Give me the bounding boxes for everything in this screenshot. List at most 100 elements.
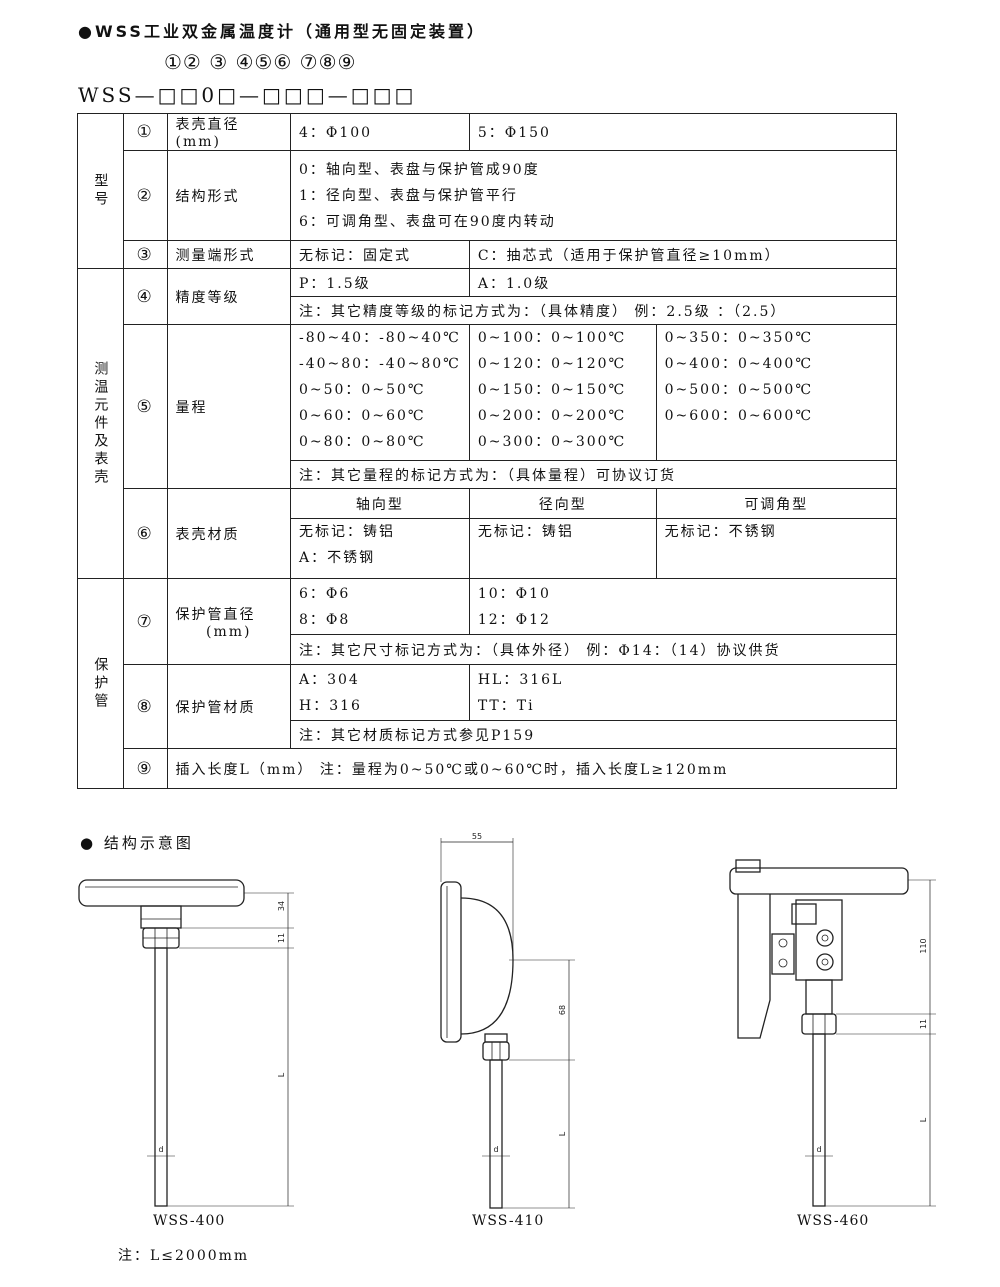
table-row: 注：其它精度等级的标记方式为：（具体精度） 例：2.5级 ：（2.5） — [78, 296, 898, 325]
dim-d: d — [158, 1145, 163, 1154]
clamp-plate — [771, 933, 795, 975]
dim-L: L — [277, 1072, 286, 1077]
group-sensor-case: 测温元件及表壳 — [77, 268, 124, 579]
case-back — [460, 897, 514, 1035]
range-item: 0~500：0~500℃ — [664, 382, 814, 398]
row-name: 测量端形式 — [166, 240, 291, 269]
dim-68: 68 — [558, 1005, 567, 1015]
range-item: 0~100：0~100℃ — [477, 330, 627, 346]
drawing-label-wss-400: WSS-400 — [153, 1213, 226, 1229]
top-tab — [735, 859, 761, 873]
dim-110: 110 — [919, 938, 928, 953]
drawing-wss-400: 34 11 L d — [78, 879, 294, 1207]
range-item: 0~60：0~60℃ — [298, 408, 426, 424]
cell: 无标记：固定式 — [289, 240, 470, 269]
table-row: 注：其它量程的标记方式为：（具体量程）可协议订货 — [78, 460, 898, 489]
table-row: 注：其它材质标记方式参见P159 — [78, 720, 898, 749]
column-header: 径向型 — [468, 488, 657, 519]
range-item: -80~40：-80~40℃ — [298, 330, 461, 346]
row-name: 精度等级 — [166, 268, 291, 325]
text-line: 0：轴向型、表盘与保护管成90度 — [298, 161, 540, 178]
text-line: 12：Φ12 — [477, 611, 551, 628]
text-line: H：316 — [298, 697, 362, 714]
protection-tube — [154, 947, 168, 1207]
text-line: 10：Φ10 — [477, 585, 551, 602]
table-row: 保护管 ⑦ 保护管直径 (mm) 6：Φ6 8：Φ8 10：Φ10 12：Φ12 — [77, 578, 898, 789]
range-item: 0~350：0~350℃ — [664, 330, 814, 346]
range-item: 0~80：0~80℃ — [298, 434, 426, 450]
cell: 无标记：铸铝 A：不锈钢 — [289, 518, 470, 579]
cell: HL：316L TT：Ti — [468, 664, 898, 721]
dial-case-side — [440, 881, 462, 1043]
row-name: 保护管材质 — [166, 664, 291, 749]
spec-table: 型号 ① 表壳直径(mm) 4：Φ100 5：Φ150 ② 结构形式 0：轴向型… — [77, 113, 898, 789]
row-name-unit: (mm) — [206, 623, 252, 640]
range-item: 0~300：0~300℃ — [477, 434, 627, 450]
footnote: 注：L≤2000mm — [118, 1248, 250, 1264]
note-cell: 注：其它精度等级的标记方式为：（具体精度） 例：2.5级 ：（2.5） — [289, 296, 898, 325]
cell: A：304 H：316 — [289, 664, 470, 721]
cell: 5：Φ150 — [468, 113, 898, 151]
cell: C：抽芯式（适用于保护管直径≥10mm） — [468, 240, 898, 269]
dim-34: 34 — [277, 901, 286, 911]
dim-11: 11 — [277, 933, 286, 943]
row-number: ⑧ — [122, 664, 168, 749]
swivel-joint — [791, 903, 817, 925]
row-name: 表壳材质 — [166, 488, 291, 579]
mount-bracket — [737, 894, 771, 1039]
model-code: WSS—□□0□—□□□—□□□ — [78, 83, 417, 107]
range-item: 0~200：0~200℃ — [477, 408, 627, 424]
protection-tube — [812, 1033, 826, 1207]
cell: 插入长度L（mm） 注：量程为0~50℃或0~60℃时，插入长度L≥120mm — [166, 748, 898, 789]
dim-d: d — [816, 1145, 821, 1154]
column-header: 可调角型 — [655, 488, 898, 519]
dim-55: 55 — [472, 832, 482, 841]
dim-L: L — [919, 1117, 928, 1122]
row-name: 保护管直径 (mm) — [166, 578, 291, 665]
cell: 0：轴向型、表盘与保护管成90度 1：径向型、表盘与保护管平行 6：可调角型、表… — [289, 150, 898, 241]
screw-head — [816, 929, 834, 947]
table-row: 测温元件及表壳 ④ 精度等级 P：1.5级 A：1.0级 — [77, 268, 898, 579]
text-line: 无标记：铸铝 — [477, 524, 574, 540]
text-line: 无标记：不锈钢 — [664, 524, 777, 540]
text-line: TT：Ti — [477, 697, 535, 714]
text-line: A：304 — [298, 671, 360, 688]
row-number: ⑦ — [122, 578, 168, 665]
row-name: 量程 — [166, 324, 291, 489]
row-number: ④ — [122, 268, 168, 325]
group-model: 型号 — [77, 113, 124, 269]
row-name: 表壳直径(mm) — [166, 113, 291, 151]
text-line: 8：Φ8 — [298, 611, 351, 628]
table-row: ⑥ 表壳材质 轴向型 径向型 可调角型 — [78, 488, 898, 579]
range-column-1: -80~40：-80~40℃ -40~80：-40~80℃ 0~50：0~50℃… — [289, 324, 470, 461]
text-line: HL：316L — [477, 671, 564, 688]
range-item: -40~80：-40~80℃ — [298, 356, 461, 372]
group-protect-tube: 保护管 — [77, 578, 124, 789]
table-row: ⑧ 保护管材质 A：304 H：316 HL：316L TT：Ti — [78, 664, 898, 749]
cell: 6：Φ6 8：Φ8 — [289, 578, 470, 635]
range-column-2: 0~100：0~100℃ 0~120：0~120℃ 0~150：0~150℃ 0… — [468, 324, 657, 461]
protection-tube — [489, 1059, 503, 1209]
dial-case — [78, 879, 245, 907]
drawing-wss-460: 110 11 L d — [729, 859, 936, 1207]
table-row: ② 结构形式 0：轴向型、表盘与保护管成90度 1：径向型、表盘与保护管平行 6… — [78, 150, 898, 241]
text-line: 6：Φ6 — [298, 585, 351, 602]
connector-block — [140, 905, 182, 929]
range-item: 0~600：0~600℃ — [664, 408, 814, 424]
cell: 10：Φ10 12：Φ12 — [468, 578, 898, 635]
note-cell: 注：其它材质标记方式参见P159 — [289, 720, 898, 749]
table-row: ⑤ 量程 -80~40：-80~40℃ -40~80：-40~80℃ 0~50：… — [78, 324, 898, 489]
column-header: 轴向型 — [289, 488, 470, 519]
table-row: ⑨ 插入长度L（mm） 注：量程为0~50℃或0~60℃时，插入长度L≥120m… — [78, 748, 898, 789]
text-line: 无标记：铸铝 — [298, 524, 395, 540]
table-row: ③ 测量端形式 无标记：固定式 C：抽芯式（适用于保护管直径≥10mm） — [78, 240, 898, 269]
row-number: ① — [122, 113, 168, 151]
row-number: ② — [122, 150, 168, 241]
position-markers: ①② ③ ④⑤⑥ ⑦⑧⑨ — [164, 50, 357, 74]
range-column-3: 0~350：0~350℃ 0~400：0~400℃ 0~500：0~500℃ 0… — [655, 324, 898, 461]
drawing-wss-410: 55 68 L d — [440, 832, 575, 1209]
text-line: 1：径向型、表盘与保护管平行 — [298, 187, 518, 204]
table-row: 型号 ① 表壳直径(mm) 4：Φ100 5：Φ150 — [77, 113, 898, 269]
text-line: 6：可调角型、表盘可在90度内转动 — [298, 213, 556, 230]
